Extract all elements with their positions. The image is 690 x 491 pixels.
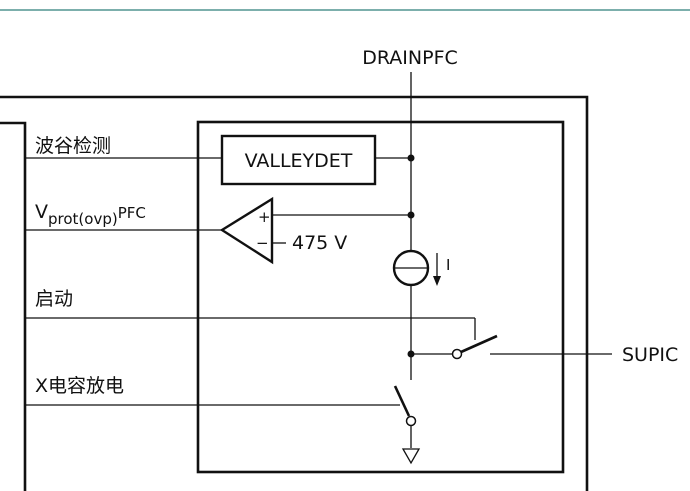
valley-detect-label: 波谷检测 xyxy=(35,135,111,157)
arrow-down-icon xyxy=(433,253,441,286)
junction-dot-startup xyxy=(407,350,415,358)
comparator-triangle-icon xyxy=(219,196,274,265)
ground-icon xyxy=(401,448,421,465)
drain-pin-label: DRAINPFC xyxy=(362,47,458,69)
current-source-label: I xyxy=(446,256,450,274)
inner-block-outline xyxy=(196,120,565,474)
vprot-label: Vprot(ovp)PFC xyxy=(35,201,146,228)
comparator-minus-label: − xyxy=(256,234,269,252)
valleydet-block xyxy=(220,134,377,186)
x-cap-discharge-label: X电容放电 xyxy=(35,375,124,397)
left-block-outline xyxy=(0,121,27,491)
junction-dot-comparator xyxy=(407,211,415,219)
junction-dot-valleydet xyxy=(407,154,415,162)
valleydet-label: VALLEYDET xyxy=(245,150,353,172)
reference-voltage-label: 475 V xyxy=(292,232,347,254)
startup-switch-icon xyxy=(451,334,498,360)
discharge-switch-icon xyxy=(393,385,417,427)
startup-label: 启动 xyxy=(35,288,73,310)
outer-block-outline xyxy=(0,95,589,491)
comparator-plus-label: + xyxy=(258,208,271,226)
supic-pin-label: SUPIC xyxy=(622,344,678,366)
